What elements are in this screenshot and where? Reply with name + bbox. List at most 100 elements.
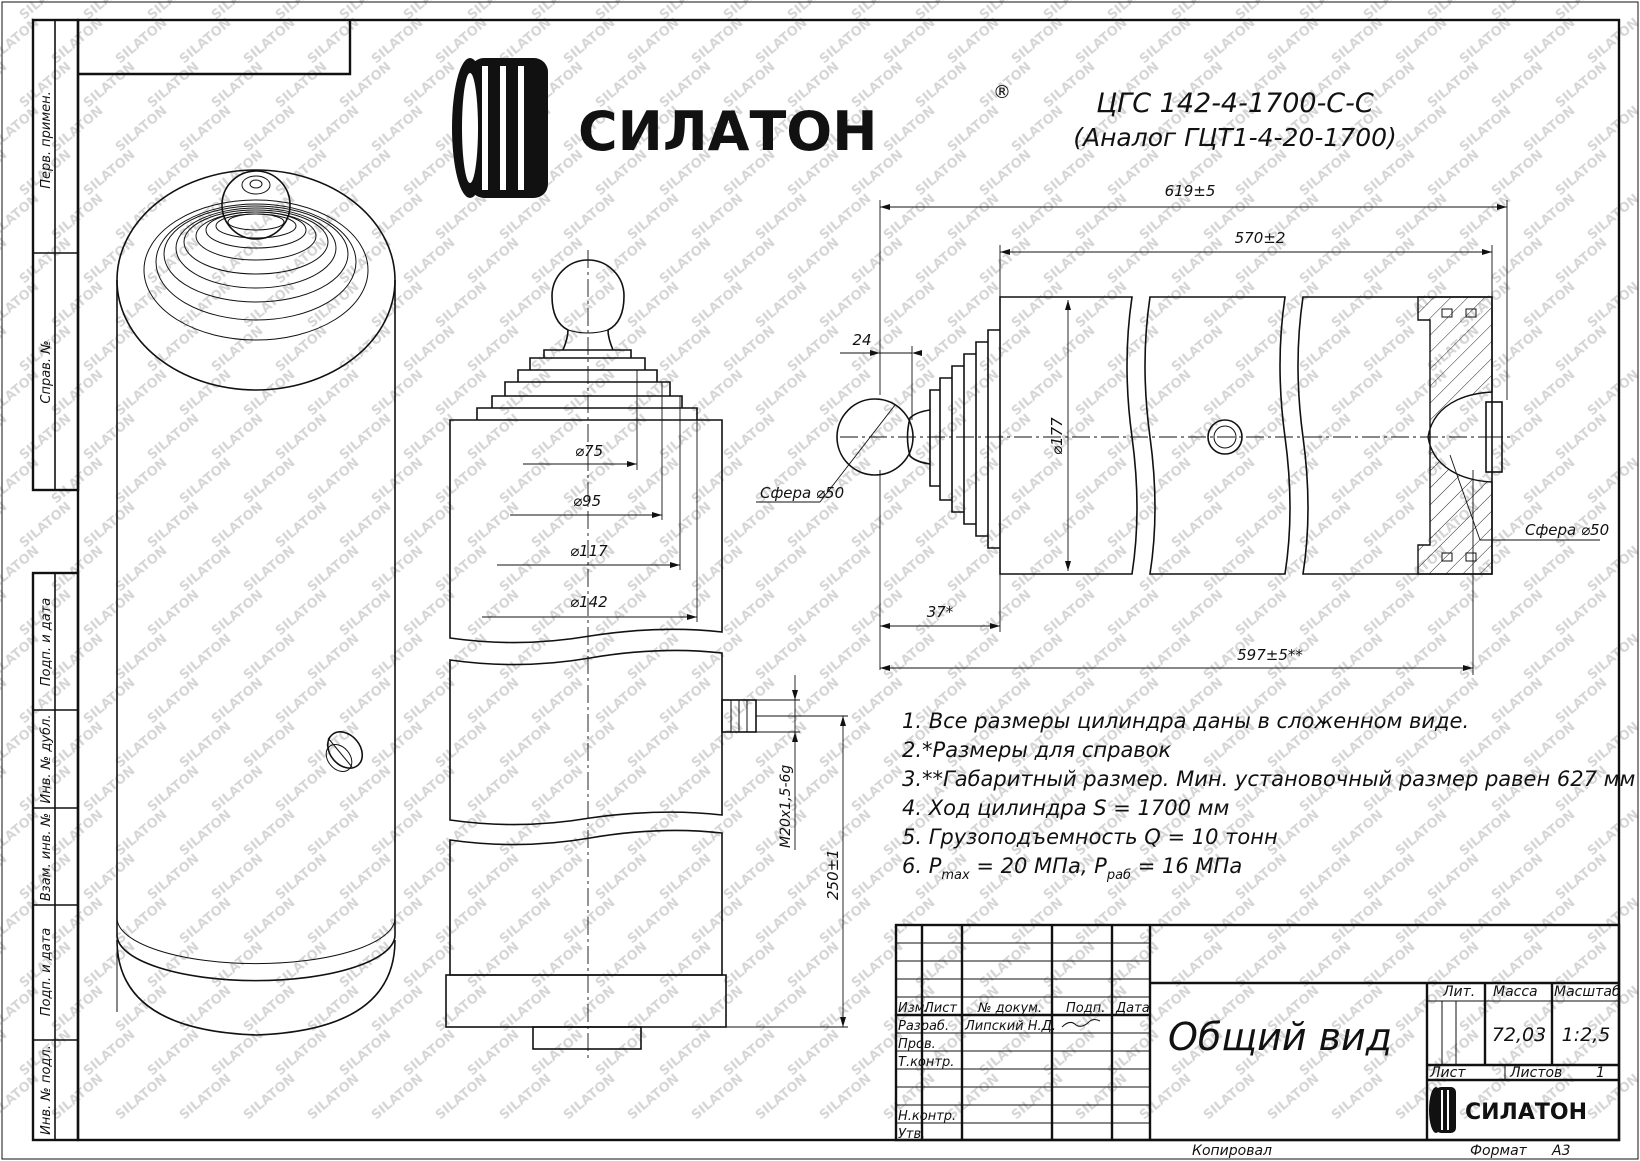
watermark-text: SILATON — [977, 147, 1034, 199]
watermark-text: SILATON — [1041, 939, 1098, 991]
watermark-text: SILATON — [817, 279, 874, 331]
footer-copied: Копировал — [1192, 1143, 1272, 1159]
watermark-text: SILATON — [113, 895, 170, 947]
watermark-text: SILATON — [81, 323, 138, 375]
watermark-text: SILATON — [817, 15, 874, 67]
watermark-text: SILATON — [785, 675, 842, 727]
watermark-text: SILATON — [721, 939, 778, 991]
watermark-text: SILATON — [1073, 631, 1130, 683]
watermark-text: SILATON — [753, 191, 810, 243]
watermark-text: SILATON — [17, 235, 74, 287]
watermark-text: SILATON — [1265, 543, 1322, 595]
watermark-text: SILATON — [305, 279, 362, 331]
dim-body-length: 570±2 — [1235, 229, 1286, 247]
watermark-text: SILATON — [753, 719, 810, 771]
tb-mass-label: Масса — [1493, 984, 1538, 1000]
watermark-text: SILATON — [369, 895, 426, 947]
watermark-text: SILATON — [625, 279, 682, 331]
tb-signature — [1061, 1019, 1101, 1028]
watermark-text: SILATON — [1553, 587, 1610, 639]
watermark-text: SILATON — [1105, 323, 1162, 375]
watermark-text: SILATON — [529, 675, 586, 727]
watermark-text: SILATON — [1585, 279, 1640, 331]
watermark-text: SILATON — [1265, 1071, 1322, 1123]
watermark-text: SILATON — [1489, 147, 1546, 199]
watermark-text: SILATON — [817, 719, 874, 771]
watermark-text: SILATON — [1521, 279, 1578, 331]
watermark-text: SILATON — [1073, 543, 1130, 595]
silaton-logo: СИЛАТОН ® — [452, 58, 1011, 198]
watermark-text: SILATON — [561, 15, 618, 67]
watermark-text: SILATON — [1553, 675, 1610, 727]
watermark-text: SILATON — [113, 279, 170, 331]
dim-flange-offset: 24 — [852, 331, 871, 349]
watermark-text: SILATON — [721, 851, 778, 903]
watermark-text: SILATON — [1201, 895, 1258, 947]
side-label-vzam: Взам. инв. № — [39, 813, 54, 901]
watermark-text: SILATON — [1585, 103, 1640, 155]
watermark-text: SILATON — [625, 367, 682, 419]
watermark-text: SILATON — [145, 411, 202, 463]
watermark-text: SILATON — [0, 543, 42, 595]
watermark-text: SILATON — [465, 675, 522, 727]
watermark-text: SILATON — [1169, 499, 1226, 551]
tb-col-podp: Подп. — [1066, 1001, 1105, 1016]
watermark-text: SILATON — [721, 499, 778, 551]
watermark-text: SILATON — [625, 807, 682, 859]
watermark-text: SILATON — [81, 147, 138, 199]
watermark-text: SILATON — [1297, 147, 1354, 199]
watermark-text: SILATON — [529, 939, 586, 991]
footer-format-label: Формат — [1470, 1143, 1528, 1159]
technical-notes: 1. Все размеры цилиндра даны в сложенном… — [902, 709, 1635, 883]
watermark-text: SILATON — [1073, 367, 1130, 419]
watermark-text: SILATON — [145, 235, 202, 287]
watermark-text: SILATON — [81, 1027, 138, 1079]
watermark-text: SILATON — [1457, 103, 1514, 155]
logo-wordmark: СИЛАТОН — [578, 100, 877, 163]
watermark-text: SILATON — [817, 631, 874, 683]
title-block: Изм. Лист № докум. Подп. Дата Разраб. Пр… — [894, 923, 1621, 1142]
watermark-text: SILATON — [529, 851, 586, 903]
watermark-text: SILATON — [113, 543, 170, 595]
watermark-text: SILATON — [369, 631, 426, 683]
watermark-text: SILATON — [1553, 411, 1610, 463]
watermark-text: SILATON — [209, 939, 266, 991]
watermark-text: SILATON — [1169, 587, 1226, 639]
watermark-text: SILATON — [81, 939, 138, 991]
watermark-text: SILATON — [1521, 719, 1578, 771]
watermark-text: SILATON — [241, 367, 298, 419]
watermark-text: SILATON — [881, 279, 938, 331]
watermark-text: SILATON — [1521, 103, 1578, 155]
watermark-text: SILATON — [305, 1071, 362, 1123]
watermark-text: SILATON — [209, 587, 266, 639]
watermark-text: SILATON — [561, 279, 618, 331]
watermark-text: SILATON — [657, 587, 714, 639]
watermark-text: SILATON — [881, 191, 938, 243]
watermark-text: SILATON — [1137, 1071, 1194, 1123]
watermark-text: SILATON — [753, 895, 810, 947]
watermark-text: SILATON — [401, 235, 458, 287]
watermark-text: SILATON — [177, 807, 234, 859]
watermark-text: SILATON — [1329, 895, 1386, 947]
watermark-text: SILATON — [1201, 455, 1258, 507]
watermark-text: SILATON — [1489, 323, 1546, 375]
watermark-text: SILATON — [1585, 191, 1640, 243]
watermark-text: SILATON — [241, 719, 298, 771]
watermark-text: SILATON — [721, 411, 778, 463]
watermark-text: SILATON — [401, 1027, 458, 1079]
watermark-text: SILATON — [81, 235, 138, 287]
watermark-text: SILATON — [689, 191, 746, 243]
watermark-text: SILATON — [689, 895, 746, 947]
watermark-text: SILATON — [1201, 279, 1258, 331]
watermark-text: SILATON — [849, 851, 906, 903]
logo-icon — [452, 58, 548, 198]
watermark-text: SILATON — [1585, 719, 1640, 771]
watermark-text: SILATON — [305, 807, 362, 859]
watermark-text: SILATON — [305, 15, 362, 67]
watermark-text: SILATON — [241, 983, 298, 1035]
watermark-text: SILATON — [0, 455, 42, 507]
watermark-text: SILATON — [401, 323, 458, 375]
watermark-text: SILATON — [337, 675, 394, 727]
watermark-text: SILATON — [273, 763, 330, 815]
tb-col-doc: № докум. — [977, 1001, 1042, 1016]
